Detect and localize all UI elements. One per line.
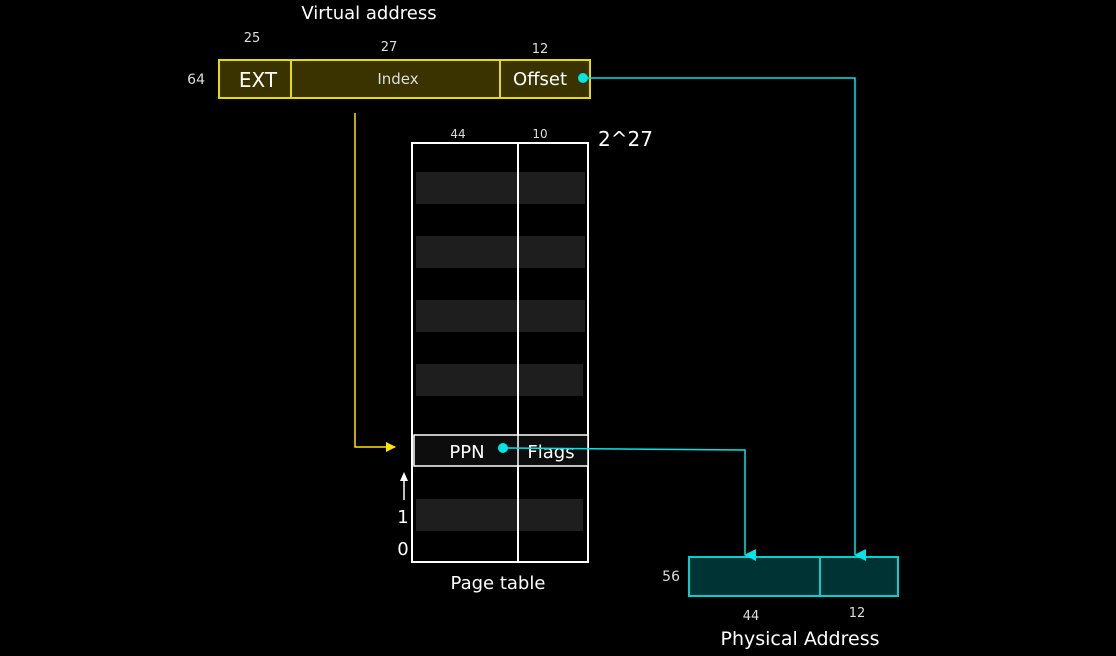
physical-address-width: 56 <box>662 569 680 585</box>
page-table-title: Page table <box>451 573 546 594</box>
table-row <box>416 499 583 531</box>
ppn-label: PPN <box>449 442 484 463</box>
table-row <box>416 300 585 332</box>
virtual-address-title: Virtual address <box>301 3 436 24</box>
physical-ppn-field <box>688 556 821 597</box>
row-label-1: 1 <box>397 507 408 528</box>
virtual-address-width: 64 <box>187 72 205 88</box>
ppn-source-dot <box>498 443 508 453</box>
ppn-column-bits: 44 <box>450 127 465 141</box>
flags-column-bits: 10 <box>532 127 547 141</box>
ext-field <box>218 59 292 99</box>
index-bits: 27 <box>381 40 398 55</box>
table-row <box>416 172 585 204</box>
physical-offset-bits: 12 <box>849 606 866 621</box>
page-table-frame <box>411 142 589 563</box>
physical-address: 56 44 12 Physical Address <box>662 556 899 650</box>
offset-field <box>499 59 591 99</box>
virtual-address: Virtual address 64 25 27 12 EXT Index Of… <box>187 3 591 99</box>
ext-label: EXT <box>239 68 278 92</box>
index-to-entry-arrow <box>354 113 396 452</box>
physical-offset-field <box>819 556 899 597</box>
ext-bits: 25 <box>244 31 261 46</box>
index-label: Index <box>377 70 418 88</box>
offset-source-dot <box>578 73 588 83</box>
page-table-rows <box>416 172 585 531</box>
offset-label: Offset <box>513 69 567 90</box>
flags-label: Flags <box>527 442 574 463</box>
page-table-size: 2^27 <box>598 127 653 151</box>
ppn-to-physical-arrow <box>502 447 756 561</box>
offset-to-physical-arrow <box>583 77 866 561</box>
offset-bits: 12 <box>532 42 549 57</box>
row-label-0: 0 <box>397 539 408 560</box>
physical-ppn-bits: 44 <box>743 609 760 624</box>
table-row <box>416 236 585 268</box>
index-field <box>290 59 501 99</box>
physical-address-title: Physical Address <box>721 628 880 650</box>
page-table: 44 10 2^27 PPN Flags 1 0 Page table <box>397 127 653 594</box>
table-row <box>416 364 583 396</box>
up-arrow <box>400 472 408 500</box>
